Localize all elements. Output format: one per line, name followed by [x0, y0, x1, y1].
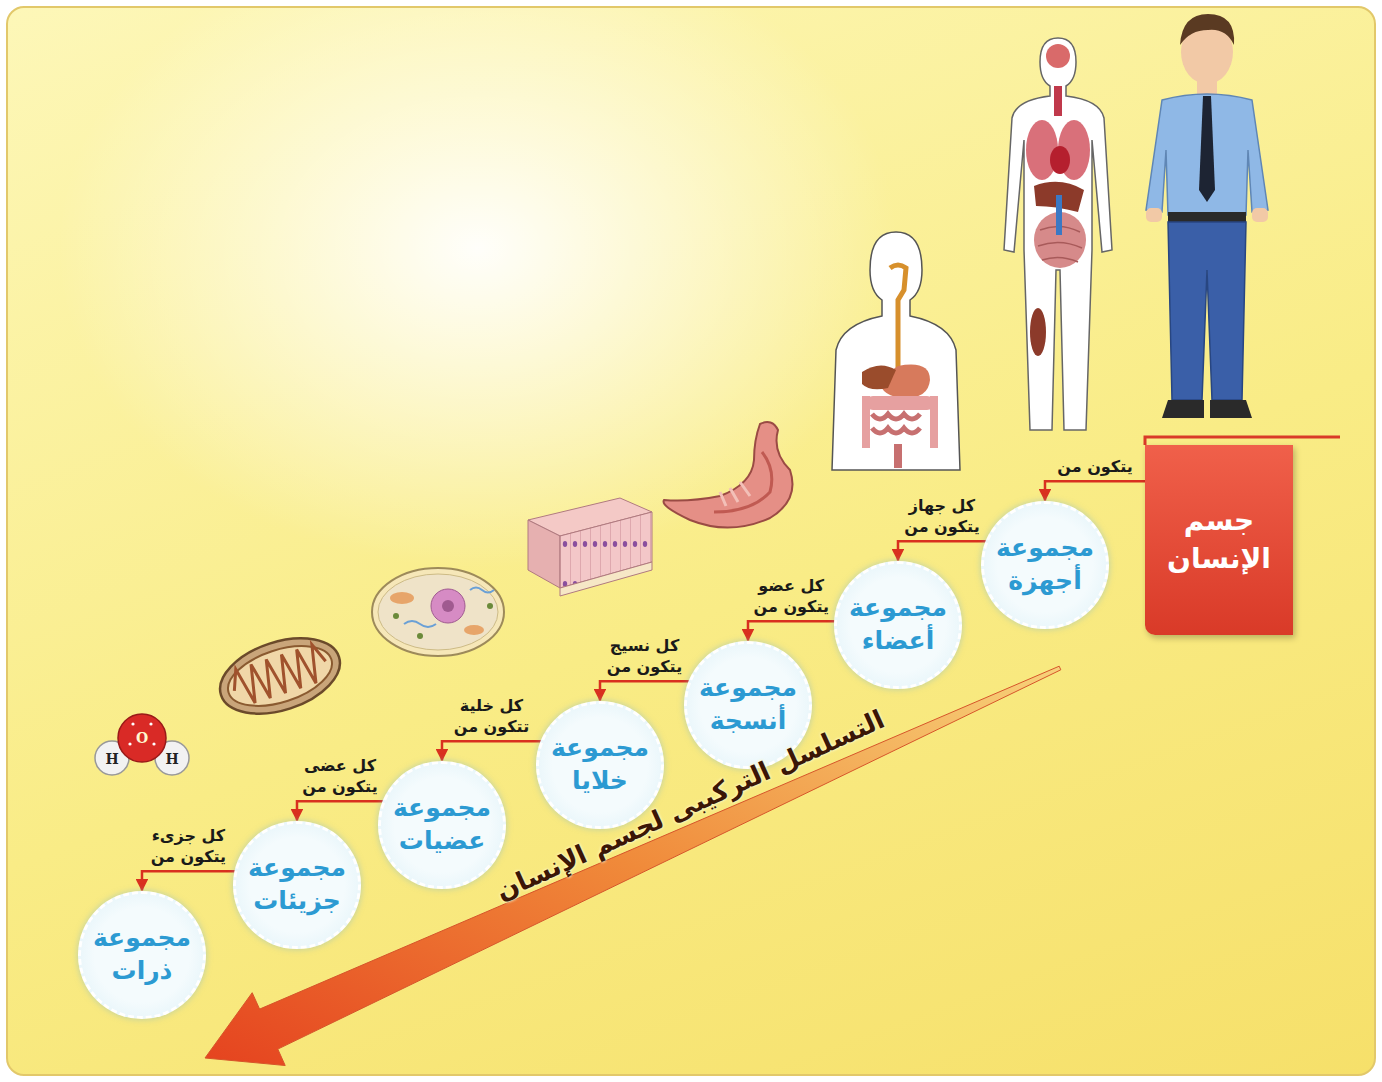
level-circle: مجموعة عضيات [378, 761, 505, 888]
node-text: مجموعة عضيات [392, 792, 492, 857]
man-figure [1146, 14, 1268, 418]
step-arrow [297, 801, 383, 820]
step-arrow [748, 621, 834, 640]
step-arrow [1045, 481, 1145, 500]
step-arrow [898, 541, 986, 560]
step-label: كل جزىء يتكون من [140, 826, 236, 868]
title-box: جسم الإنسان [1145, 445, 1293, 635]
node-text: مجموعة ذرات [92, 922, 192, 987]
step-arrow [442, 741, 541, 760]
step-label: كل جهاز يتكون من [894, 496, 990, 538]
organ-body-figure [1004, 38, 1112, 430]
node-text: مجموعة أجهزة [995, 532, 1095, 597]
level-circle: مجموعة أجهزة [981, 501, 1108, 628]
level-circle: مجموعة أعضاء [834, 561, 961, 688]
atom-symbol: O [136, 730, 148, 746]
step-label: يتكون من [1047, 457, 1143, 478]
node-text: مجموعة جزيئات [247, 852, 347, 917]
water-molecule [95, 714, 189, 775]
header-bar [1145, 437, 1340, 445]
step-arrow [600, 681, 689, 700]
tissue-figure [528, 498, 652, 596]
node-text: مجموعة أعضاء [848, 592, 948, 657]
atom-symbol: H [165, 751, 178, 767]
step-label: كل عضو يتكون من [743, 576, 839, 618]
step-label: كل نسيج يتكون من [596, 636, 692, 678]
digestive-system-figure [832, 232, 960, 470]
level-circle: مجموعة جزيئات [233, 821, 360, 948]
mitochondrion-figure [211, 625, 350, 728]
step-label: كل عضى يتكون من [292, 756, 388, 798]
cell-figure [372, 568, 504, 656]
hierarchy-arrow [205, 666, 1061, 1065]
atom-symbol: H [105, 751, 118, 767]
node-text: مجموعة أنسجة [698, 672, 798, 737]
node-text: جسم الإنسان [1159, 502, 1279, 578]
step-arrow [142, 871, 235, 890]
node-text: مجموعة خلايا [550, 732, 650, 797]
stomach-figure [664, 422, 793, 528]
level-circle: مجموعة ذرات [78, 891, 205, 1018]
step-label: كل خلية تتكون من [443, 696, 539, 738]
